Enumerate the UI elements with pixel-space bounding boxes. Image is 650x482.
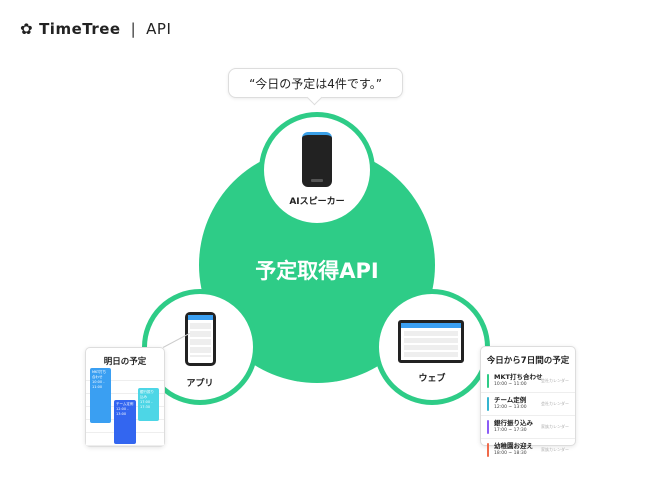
- event-time: 17:00 - 17:30: [140, 399, 153, 409]
- event-time: 17:00 ~ 17:30: [494, 427, 527, 433]
- product-name: API: [146, 20, 172, 38]
- event-title: チーム定例: [116, 402, 134, 406]
- tablet-icon: [398, 320, 464, 363]
- brand-name: TimeTree: [39, 20, 121, 38]
- event-time: 12:00 ~ 13:00: [494, 404, 527, 410]
- event-time: 10:00 - 11:00: [92, 379, 105, 389]
- event-calendar: 会社カレンダー: [541, 401, 569, 406]
- web-card-title: 今日から7日間の予定: [486, 356, 570, 366]
- event-time: 12:00 - 13:00: [116, 406, 129, 416]
- event-title: 銀行振り込み: [494, 419, 533, 427]
- speech-text: “今日の予定は4件です。”: [249, 76, 382, 91]
- event-title: チーム定例: [494, 396, 527, 404]
- event-calendar: 家族カレンダー: [541, 424, 569, 429]
- speaker-label: AIスピーカー: [289, 197, 345, 207]
- event-title: 幼稚園お迎え: [494, 442, 533, 450]
- event-time: 18:00 ~ 18:30: [494, 450, 527, 456]
- app-card-title: 明日の予定: [103, 357, 147, 367]
- app-label: アプリ: [186, 379, 214, 389]
- event-title: MKT打ち合わせ: [92, 370, 107, 379]
- speech-bubble: “今日の予定は4件です。”: [228, 68, 403, 98]
- smartphone-icon: [185, 312, 216, 366]
- flower-logo-icon: ✿: [20, 20, 34, 38]
- separator: |: [130, 20, 137, 38]
- event-time: 10:00 ~ 11:00: [494, 381, 527, 387]
- event-title: MKT打ち合わせ: [494, 373, 543, 381]
- brand-logo[interactable]: ✿ TimeTree | API: [20, 20, 171, 38]
- center-title: 予定取得API: [255, 259, 379, 283]
- event-calendar: 会社カレンダー: [541, 378, 569, 383]
- event-calendar: 家族カレンダー: [541, 447, 569, 452]
- event-title: 銀行振り込み: [140, 390, 154, 399]
- smart-speaker-icon: [302, 132, 332, 187]
- web-label: ウェブ: [418, 374, 446, 384]
